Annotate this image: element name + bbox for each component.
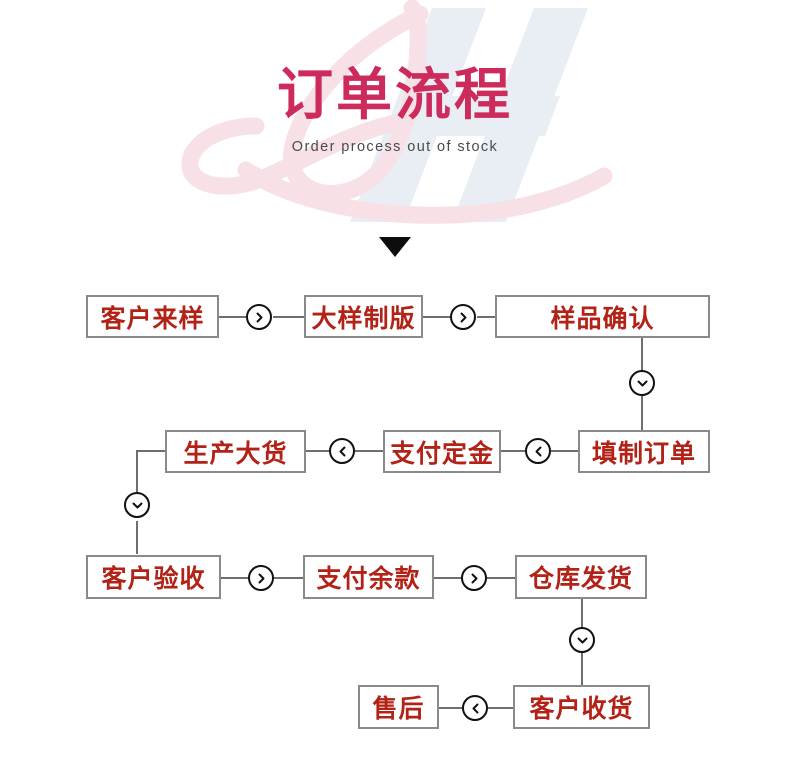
flow-line (221, 577, 249, 579)
flow-line (484, 577, 515, 579)
flow-connector-c4[interactable] (525, 438, 551, 464)
flow-line (477, 316, 495, 318)
chevron-right-icon (471, 573, 477, 583)
flow-line (641, 396, 643, 433)
flow-line (306, 450, 331, 452)
flow-node-n3[interactable]: 样品确认 (495, 295, 710, 338)
flow-line (219, 316, 259, 318)
flow-line (434, 577, 462, 579)
flow-line (273, 316, 304, 318)
chevron-right-icon (258, 573, 264, 583)
flow-node-label: 支付定金 (389, 438, 494, 468)
flow-node-n4[interactable]: 填制订单 (578, 430, 710, 473)
flow-node-n10[interactable]: 客户收货 (513, 685, 650, 729)
flow-line (423, 316, 463, 318)
flow-node-label: 生产大货 (183, 438, 288, 468)
flow-node-n1[interactable]: 客户来样 (86, 295, 219, 338)
flow-line (136, 450, 165, 452)
flow-node-label: 售后 (372, 694, 425, 723)
page-subtitle: Order process out of stock (291, 138, 499, 155)
flow-connector-c6[interactable] (124, 492, 150, 518)
chevron-down-icon (132, 502, 142, 508)
flow-node-n9[interactable]: 仓库发货 (515, 555, 647, 599)
chevron-left-icon (535, 446, 541, 456)
flow-node-label: 样品确认 (550, 303, 655, 333)
flow-node-label: 客户收货 (529, 694, 634, 723)
title-block: 订单流程 Order process out of stock (0, 0, 790, 155)
flow-connector-c3[interactable] (629, 370, 655, 396)
flow-line (551, 450, 578, 452)
flow-connector-c5[interactable] (329, 438, 355, 464)
chevron-down-icon (637, 380, 647, 386)
flow-connector-c8[interactable] (461, 565, 487, 591)
flow-connector-c9[interactable] (569, 627, 595, 653)
page-title: 订单流程 (277, 62, 513, 128)
flow-node-n5[interactable]: 支付定金 (383, 430, 501, 473)
flow-line (581, 653, 583, 686)
flow-line (136, 521, 138, 554)
flow-node-n2[interactable]: 大样制版 (304, 295, 423, 338)
chevron-left-icon (339, 446, 345, 456)
flow-line (581, 599, 583, 628)
flow-line (355, 450, 383, 452)
flow-node-label: 填制订单 (591, 438, 696, 468)
flow-line (136, 450, 138, 493)
flow-connector-c7[interactable] (248, 565, 274, 591)
down-triangle-icon (379, 237, 411, 257)
flow-node-n11[interactable]: 售后 (358, 685, 439, 729)
flow-line (501, 450, 527, 452)
chevron-down-icon (577, 637, 587, 643)
chevron-right-icon (256, 312, 262, 322)
flow-node-label: 大样制版 (311, 303, 416, 333)
chevron-right-icon (460, 312, 466, 322)
flow-connector-c2[interactable] (450, 304, 476, 330)
flow-line (439, 707, 463, 709)
flow-node-label: 客户验收 (101, 564, 206, 593)
flow-node-n7[interactable]: 客户验收 (86, 555, 221, 599)
flow-node-label: 客户来样 (100, 303, 205, 333)
flow-node-label: 仓库发货 (528, 564, 633, 593)
chevron-left-icon (472, 703, 478, 713)
flow-connector-c10[interactable] (462, 695, 488, 721)
flow-node-n6[interactable]: 生产大货 (165, 430, 306, 473)
flow-line (271, 577, 303, 579)
flow-line (641, 338, 643, 372)
flow-connector-c1[interactable] (246, 304, 272, 330)
flow-node-label: 支付余款 (316, 564, 421, 593)
flow-node-n8[interactable]: 支付余款 (303, 555, 434, 599)
flow-line (487, 707, 513, 709)
